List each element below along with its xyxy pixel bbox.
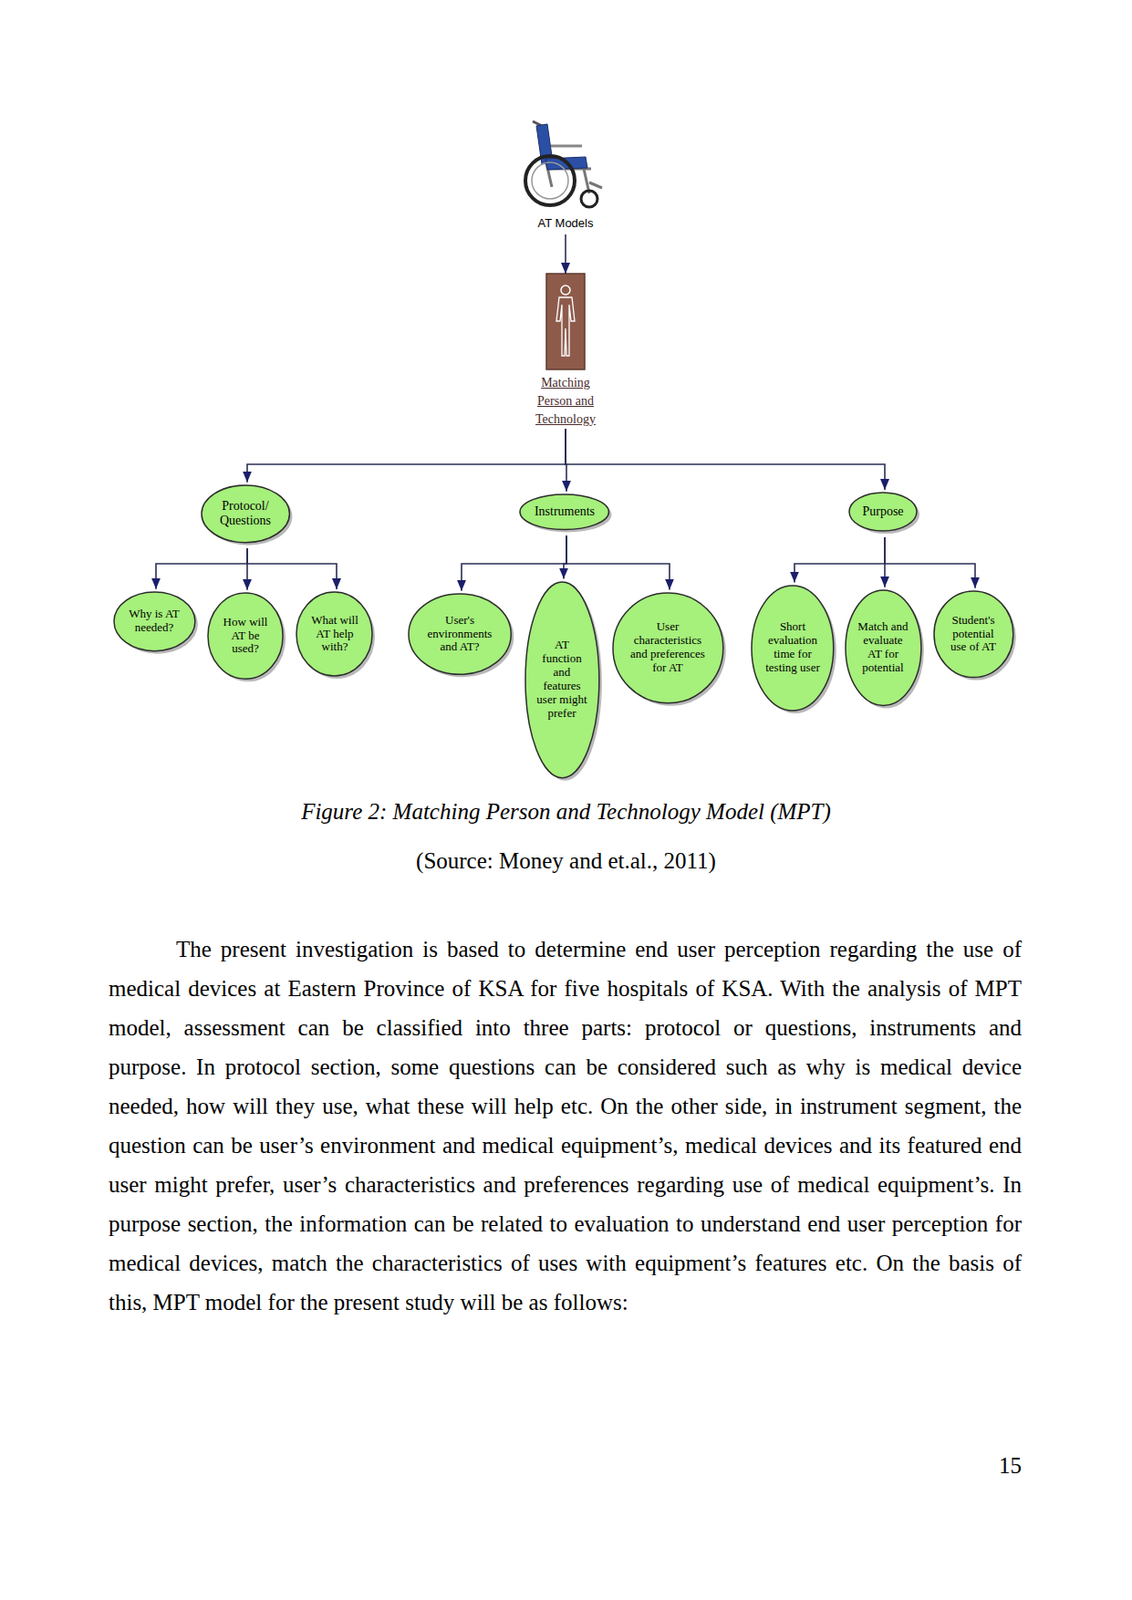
node-label: Matching Person and Technology: [531, 373, 600, 429]
node-label: Why is AT needed?: [125, 607, 183, 635]
ellipse-node: User characteristics and preferences for…: [610, 590, 730, 710]
node-label: Student's potential use of AT: [945, 613, 1002, 655]
ellipse-node: Why is AT needed?: [111, 589, 202, 658]
node-label: Instruments: [534, 504, 595, 520]
ellipse-node: Match and evaluate AT for potential: [842, 587, 928, 712]
node-label: User's environments and AT?: [423, 613, 497, 655]
ellipse-node: Protocol/ Questions: [198, 482, 296, 550]
node-label: Purpose: [861, 504, 904, 520]
ellipse-shape: [845, 590, 922, 706]
connector-arrow: [247, 548, 337, 590]
source-note: (Source: Money and et.al., 2011): [0, 846, 1132, 876]
figure-caption: Figure 2: Matching Person and Technology…: [0, 797, 1132, 827]
node-label: What will AT help with?: [308, 613, 362, 655]
ellipse-shape: [525, 581, 600, 779]
body-paragraph: The present investigation is based to de…: [108, 929, 1022, 1322]
ellipse-shape: [849, 492, 917, 531]
connector-arrow: [565, 428, 885, 490]
connector-arrow: [461, 535, 567, 592]
ellipse-shape: [612, 592, 724, 704]
wheelchair-caster: [581, 190, 598, 208]
wheelchair-wheel: [525, 155, 575, 206]
ellipse-node: Instruments: [517, 491, 615, 537]
ellipse-node: Purpose: [846, 489, 924, 538]
wheelchair-illustration: [525, 121, 603, 208]
connector-arrow: [884, 537, 976, 589]
connector-arrow: [794, 537, 885, 583]
person-icon: [546, 273, 585, 370]
ellipse-shape: [201, 485, 290, 543]
connector-arrow: [566, 535, 670, 590]
ellipse-node: Student's potential use of AT: [931, 588, 1020, 685]
illustration-node: AT Models: [506, 114, 625, 235]
node-label: Short evaluation time for testing user: [761, 620, 824, 676]
ellipse-node: AT function and features user might pref…: [522, 579, 606, 785]
ellipse-shape: [114, 591, 196, 652]
node-label: How will AT be used?: [218, 615, 272, 657]
page-number: 15: [912, 1451, 1022, 1481]
node-label: User characteristics and preferences for…: [626, 620, 709, 676]
ellipse-shape: [408, 593, 511, 675]
connector-arrow: [155, 548, 248, 589]
ellipse-node: User's environments and AT?: [405, 591, 518, 681]
node-label: Match and evaluate AT for potential: [855, 620, 911, 676]
connector-arrow: [247, 428, 566, 483]
wheelchair-rim: [531, 162, 569, 199]
person-node: Matching Person and Technology: [518, 273, 613, 429]
ellipse-node: What will AT help with?: [293, 589, 379, 683]
node-label: AT Models: [538, 217, 594, 231]
ellipse-shape: [934, 591, 1014, 678]
ellipse-shape: [296, 591, 373, 676]
person-icon-box: [546, 273, 585, 370]
wheelchair-footrest: [589, 182, 603, 188]
ellipse-node: How will AT be used?: [205, 590, 290, 686]
ellipse-shape: [519, 494, 609, 530]
wheelchair-armrest: [550, 145, 582, 148]
ellipse-node: Short evaluation time for testing user: [748, 582, 841, 717]
person-body: [556, 297, 575, 356]
connector-arrow: [564, 234, 567, 274]
ellipse-shape: [751, 585, 834, 711]
ellipse-shape: [207, 592, 283, 679]
node-label: AT function and features user might pref…: [533, 638, 591, 721]
person-head: [560, 285, 571, 295]
node-label: Protocol/ Questions: [216, 498, 275, 529]
